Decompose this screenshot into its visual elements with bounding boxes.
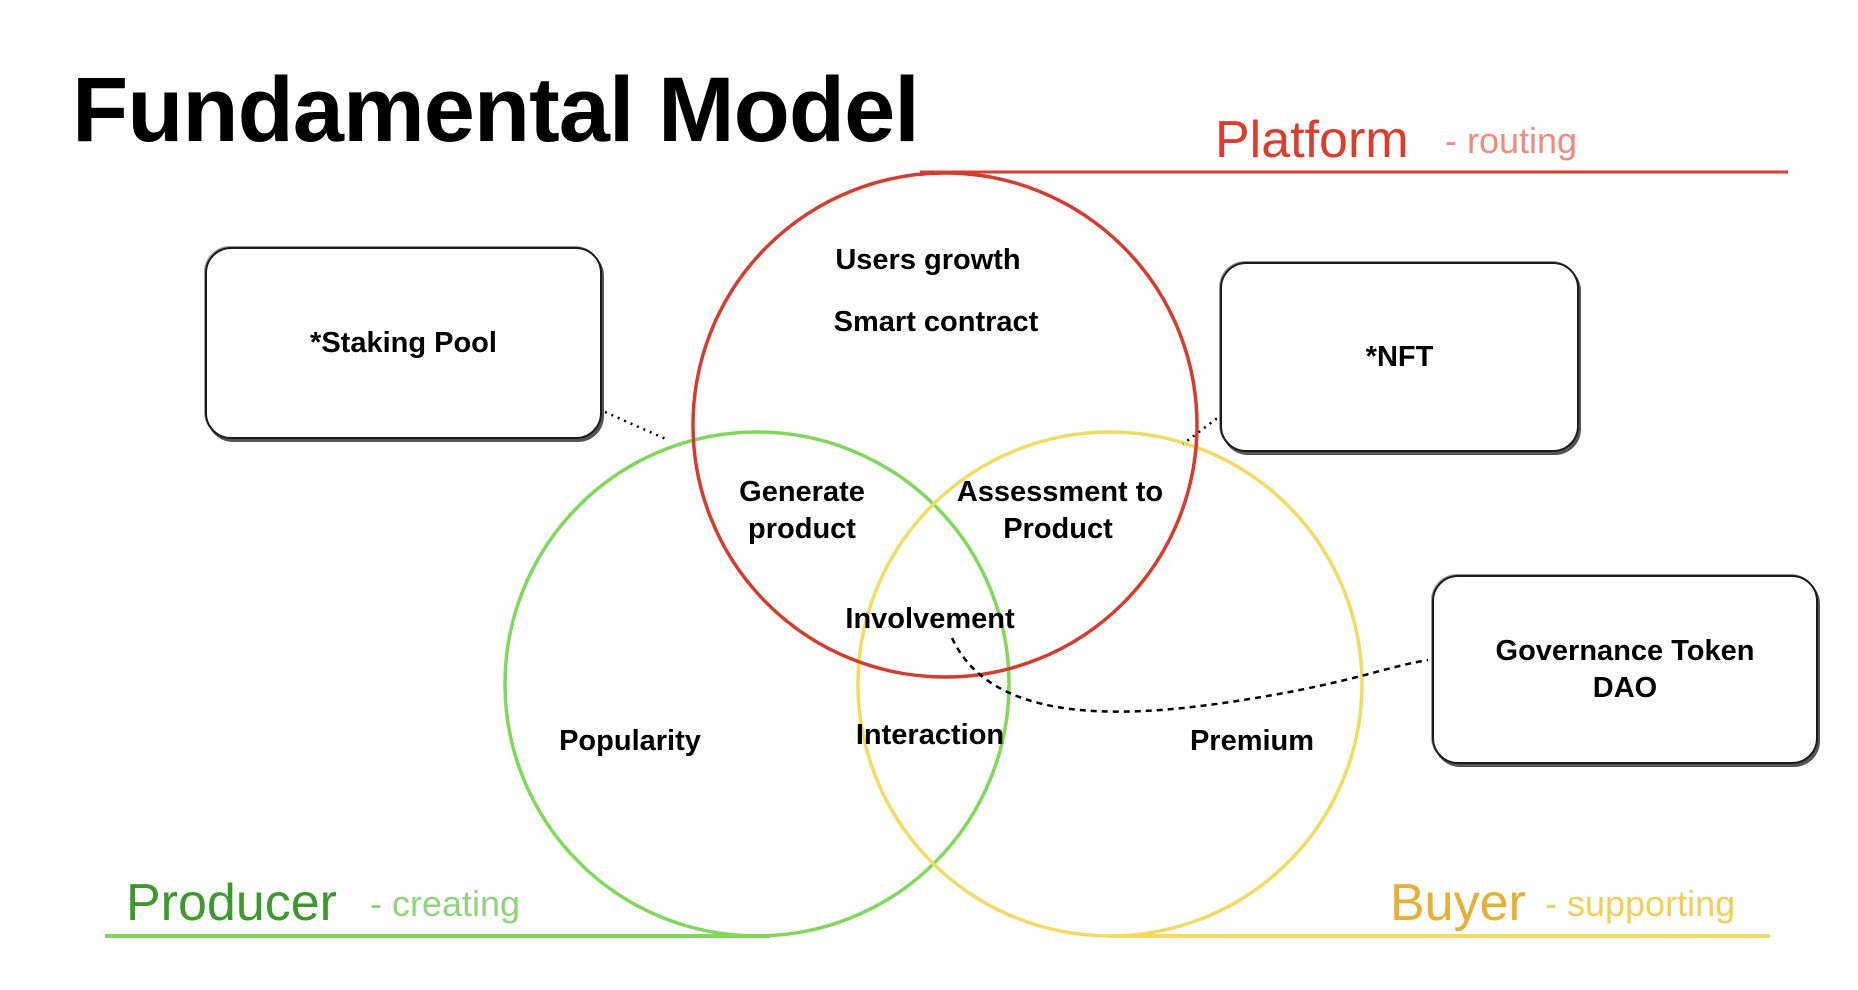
nft-connector: [1182, 409, 1229, 445]
label-popularity: Popularity: [559, 725, 701, 757]
label-users-growth: Users growth: [835, 244, 1021, 276]
staking-pool-label: *Staking Pool: [310, 326, 497, 359]
buyer-role: - supporting: [1545, 883, 1736, 924]
governance-token-label: Governance Token: [1495, 634, 1755, 667]
label-assessment-to: Assessment to: [956, 476, 1164, 508]
buyer-label: Buyer: [1390, 874, 1526, 932]
label-product-2: Product: [1003, 513, 1113, 545]
staking-pool-box: *Staking Pool: [205, 247, 602, 439]
staking-connector: [604, 410, 669, 442]
governance-box: Governance Token DAO: [1432, 575, 1818, 764]
nft-box: *NFT: [1220, 262, 1579, 452]
nft-label: *NFT: [1365, 340, 1434, 373]
platform-circle: [691, 171, 1199, 679]
governance-connector: [950, 637, 1429, 713]
producer-label: Producer: [126, 874, 337, 932]
label-premium: Premium: [1189, 725, 1315, 757]
label-product: product: [748, 513, 856, 545]
page-title: Fundamental Model: [72, 59, 920, 161]
platform-label: Platform: [1215, 111, 1409, 169]
producer-circle: [503, 430, 1011, 938]
producer-role: - creating: [370, 883, 521, 924]
label-generate: Generate: [739, 476, 865, 508]
buyer-circle: [856, 430, 1364, 938]
label-interaction: Interaction: [855, 719, 1005, 751]
platform-role: - routing: [1445, 120, 1578, 161]
label-involvement: Involvement: [845, 603, 1015, 635]
label-smart-contract: Smart contract: [833, 306, 1039, 338]
dao-label: DAO: [1592, 671, 1658, 704]
